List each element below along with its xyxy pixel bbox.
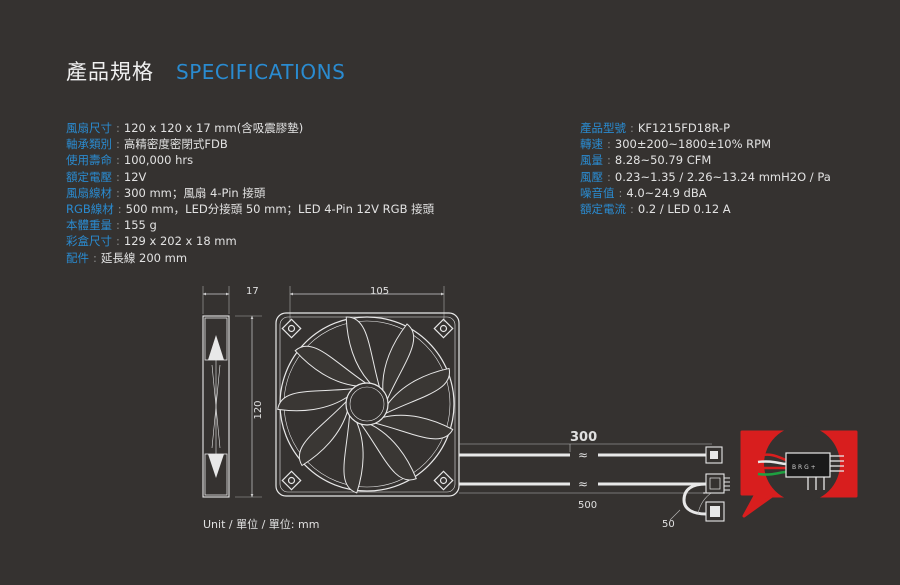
spec-separator: : — [630, 202, 634, 217]
spec-row: 轉速:300±200~1800±10% RPM — [580, 136, 831, 152]
spec-value: 100,000 hrs — [123, 153, 194, 168]
spec-value: 12V — [123, 169, 147, 184]
spec-row: 額定電壓:12V — [66, 169, 434, 185]
fan-blade — [359, 422, 417, 481]
fan-blades — [277, 316, 454, 494]
spec-row: 配件:延長線 200 mm — [66, 250, 434, 266]
fan-blade — [277, 388, 355, 412]
spec-label: 產品型號 — [580, 121, 626, 135]
mount-holes — [281, 318, 454, 491]
spec-row: RGB線材:500 mm，LED分接頭 50 mm；LED 4-Pin 12V … — [66, 201, 434, 217]
spec-row: 風扇尺寸:120 x 120 x 17 mm(含吸震膠墊) — [66, 120, 434, 136]
spec-value: 500 mm，LED分接頭 50 mm；LED 4-Pin 12V RGB 接頭 — [125, 202, 435, 217]
spec-label: 額定電壓 — [66, 169, 112, 184]
spec-row: 軸承類別:高精密度密閉式FDB — [66, 136, 434, 152]
spec-label: 軸承類別 — [66, 137, 112, 152]
spec-label: 轉速 — [580, 137, 603, 152]
spec-separator: : — [93, 250, 97, 265]
spec-row: 本體重量:155 g — [66, 217, 434, 233]
spec-separator: : — [607, 153, 611, 168]
spec-label: 風扇線材 — [66, 185, 112, 200]
spec-row: 風扇線材:300 mm；風扇 4-Pin 接頭 — [66, 185, 434, 201]
fan-cable: 300 ≈ — [459, 430, 723, 464]
spec-separator: : — [116, 137, 120, 152]
dim-width-label: 105 — [370, 286, 389, 297]
rgb-male-connector — [705, 473, 725, 494]
spec-row: 額定電流:0.2 / LED 0.12 A — [580, 201, 831, 217]
spec-value: 0.23~1.35 / 2.26~13.24 mmH2O / Pa — [614, 169, 831, 184]
spec-label: 風扇尺寸 — [66, 121, 112, 135]
page-title: 產品規格 SPECIFICATIONS — [66, 56, 345, 86]
spec-row: 產品型號:KF1215FD18R-P — [580, 120, 831, 136]
spec-value: 300 mm；風扇 4-Pin 接頭 — [123, 185, 266, 200]
dim-thickness: 17 — [202, 286, 259, 314]
spec-separator: : — [116, 185, 120, 200]
spec-separator: : — [116, 218, 120, 233]
rgb-connector-callout: B R G + — [740, 426, 858, 518]
spec-label: 配件 — [66, 250, 89, 265]
spec-separator: : — [116, 153, 120, 168]
fan-blade — [343, 413, 364, 494]
spec-row: 風壓:0.23~1.35 / 2.26~13.24 mmH2O / Pa — [580, 169, 831, 185]
dim-branch-label: 50 — [662, 519, 675, 530]
spec-separator: : — [607, 169, 611, 184]
cable-break-top: ≈ — [578, 448, 588, 462]
rgb-pin-markings: B R G + — [792, 464, 816, 471]
spec-value: 8.28~50.79 CFM — [614, 153, 712, 168]
dim-height: 120 — [235, 315, 264, 498]
fan-blade — [373, 414, 454, 440]
dim-width: 105 — [289, 286, 445, 322]
spec-label: 噪音值 — [580, 185, 615, 200]
rgb-cable: ≈ 500 50 — [459, 473, 730, 530]
unit-note: Unit / 單位 / 單位: mm — [203, 517, 319, 531]
spec-row: 使用壽命:100,000 hrs — [66, 152, 434, 168]
spec-value: 300±200~1800±10% RPM — [614, 137, 772, 152]
spec-value: 155 g — [123, 218, 157, 233]
spec-value: 120 x 120 x 17 mm(含吸震膠墊) — [123, 121, 304, 135]
cable-break-bottom: ≈ — [578, 477, 588, 491]
spec-label: 彩盒尺寸 — [66, 234, 112, 249]
dim-rgb-cable-label: 500 — [578, 500, 597, 511]
spec-label: 使用壽命 — [66, 153, 112, 168]
spec-list-left: 風扇尺寸:120 x 120 x 17 mm(含吸震膠墊)軸承類別:高精密度密閉… — [66, 120, 434, 266]
spec-row: 彩盒尺寸:129 x 202 x 18 mm — [66, 233, 434, 249]
spec-label: 本體重量 — [66, 218, 112, 233]
spec-separator: : — [630, 121, 634, 135]
spec-label: RGB線材 — [66, 202, 114, 217]
spec-label: 風量 — [580, 153, 603, 168]
spec-separator: : — [116, 121, 120, 135]
fan-blade — [345, 316, 381, 389]
title-english: SPECIFICATIONS — [176, 60, 346, 84]
title-chinese: 產品規格 — [66, 60, 154, 84]
fan-blade — [384, 367, 450, 415]
spec-label: 風壓 — [580, 169, 603, 184]
fan-blade — [382, 323, 415, 402]
spec-separator: : — [117, 202, 122, 217]
fan-front-view — [275, 312, 460, 497]
spec-row: 噪音值:4.0~24.9 dBA — [580, 185, 831, 201]
spec-value: 4.0~24.9 dBA — [626, 185, 707, 200]
spec-separator: : — [618, 185, 623, 200]
dim-height-label: 120 — [253, 400, 264, 419]
spec-value: 129 x 202 x 18 mm — [123, 234, 237, 249]
fan-blade — [298, 399, 349, 467]
spec-separator: : — [116, 169, 120, 184]
spec-value: 延長線 200 mm — [100, 250, 188, 265]
fan-side-view — [202, 315, 230, 498]
spec-separator: : — [607, 137, 611, 152]
spec-row: 風量:8.28~50.79 CFM — [580, 152, 831, 168]
spec-separator: : — [116, 234, 120, 249]
dim-fan-cable-label: 300 — [570, 430, 597, 445]
fan-blade — [294, 345, 368, 387]
spec-value: 高精密度密閉式FDB — [123, 137, 228, 152]
spec-value: KF1215FD18R-P — [637, 121, 731, 135]
spec-value: 0.2 / LED 0.12 A — [637, 202, 731, 217]
dim-thickness-label: 17 — [246, 286, 259, 297]
spec-label: 額定電流 — [580, 202, 626, 217]
